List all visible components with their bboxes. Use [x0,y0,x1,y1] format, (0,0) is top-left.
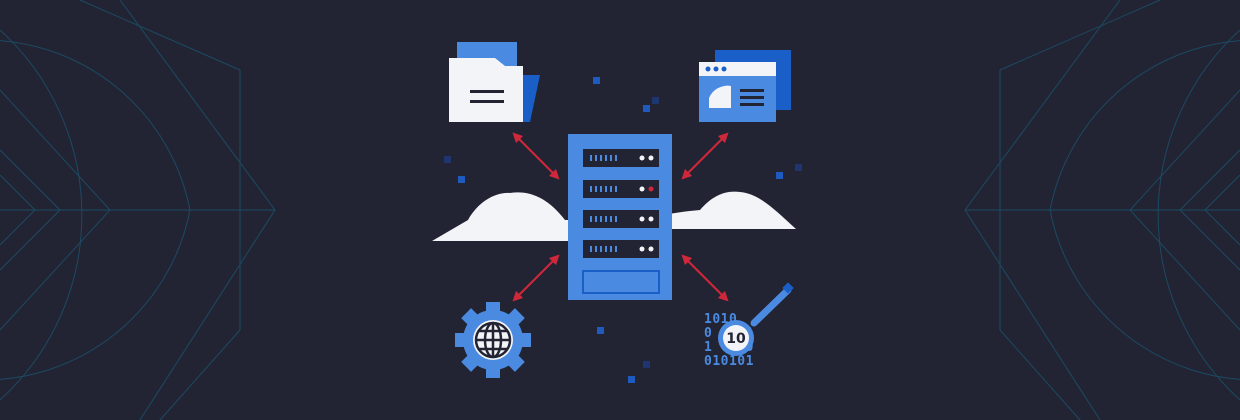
arrow-browser-server [681,132,729,180]
server-rack-icon [568,134,672,300]
connection-arrows [512,132,729,302]
arrow-globe-server [512,254,560,302]
binary-row-4: 010101 [704,354,754,369]
right-line-decoration [964,0,1240,420]
globe-gear-icon [455,302,531,378]
left-line-decoration [0,0,276,420]
magnifier-binary-icon: 1010 0 1 1 0 010101 10 [704,282,794,369]
browser-window-icon [699,50,791,122]
arrow-folder-server [512,132,560,180]
decor-squares [444,77,802,383]
folder-icon [449,42,540,122]
arrow-magnifier-server [681,254,729,302]
magnifier-label: 10 [726,331,746,347]
